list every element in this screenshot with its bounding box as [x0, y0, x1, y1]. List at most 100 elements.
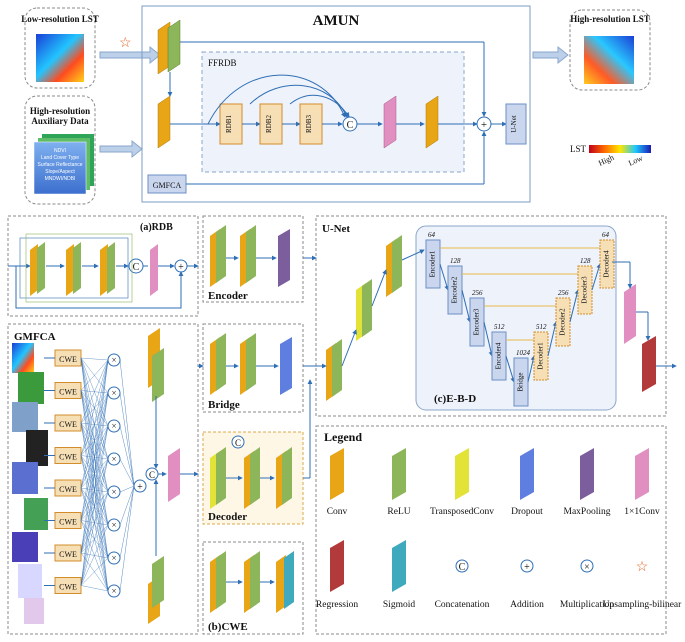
- svg-text:Slope/Aspect: Slope/Aspect: [45, 169, 75, 175]
- cwe-label: CWE: [59, 485, 77, 494]
- ebd-block-label: Encoder2: [451, 276, 459, 303]
- svg-text:High-resolution: High-resolution: [30, 106, 90, 116]
- low-res-lst-map: [36, 34, 84, 82]
- aux-arrow: [99, 139, 143, 159]
- svg-text:Surface Reflectance: Surface Reflectance: [37, 162, 82, 168]
- svg-text:C: C: [133, 262, 140, 273]
- legend-swatch: [392, 448, 406, 500]
- ebd-blocks: Encoder164Encoder2128Encoder3256Encoder4…: [425, 231, 615, 407]
- ffrdb-label: FFRDB: [208, 58, 237, 68]
- cwe-label: CWE: [59, 420, 77, 429]
- cwe-label: CWE: [59, 388, 77, 397]
- high-res-output-title: High-resolution LST: [570, 14, 650, 24]
- legend-swatch: [455, 448, 469, 500]
- legend-label: Sigmoid: [383, 600, 415, 610]
- gmfca-panel-title: GMFCA: [14, 331, 56, 343]
- legend-item: +Addition: [510, 559, 544, 610]
- legend-swatch: [520, 448, 534, 500]
- legend-item: Regression: [316, 540, 358, 610]
- ebd-block-label: Bridge: [517, 372, 525, 391]
- upsampling-star-icon: ☆: [119, 36, 132, 51]
- ebd-channels: 256: [472, 289, 483, 297]
- legend-symbol-circle: [520, 559, 534, 573]
- svg-text:Low: Low: [627, 153, 644, 167]
- ebd-title: (c)E-B-D: [434, 393, 476, 405]
- legend-symbol-circle: [580, 559, 594, 573]
- ebd-channels: 128: [580, 257, 591, 265]
- legend-label: Addition: [510, 600, 544, 610]
- lst-colorbar: LST High Low: [570, 144, 651, 168]
- legend-item: ReLU: [387, 448, 411, 517]
- svg-text:C: C: [347, 120, 354, 131]
- svg-text:C: C: [235, 438, 241, 448]
- gmfca-block: GMFCA: [153, 181, 182, 190]
- legend-swatch: [330, 540, 344, 592]
- decoder-panel: C Decoder: [202, 431, 304, 525]
- svg-text:NDVI: NDVI: [54, 148, 66, 154]
- bridge-panel-title: Bridge: [208, 399, 240, 411]
- high-res-aux-panel: High-resolution Auxiliary Data NDVI Land…: [24, 95, 96, 205]
- ebd-channels: 1024: [516, 349, 531, 357]
- high-res-output-panel: High-resolution LST: [569, 9, 651, 91]
- rdb-panel-title: (a)RDB: [140, 222, 173, 233]
- legend-label: Multiplication: [560, 600, 615, 610]
- cwe-label: CWE: [59, 453, 77, 462]
- ebd-channels: 64: [602, 231, 610, 239]
- legend-item: ☆ Upsampling-bilinear: [603, 560, 682, 610]
- legend-label: Dropout: [511, 507, 543, 517]
- svg-text:+: +: [137, 482, 143, 493]
- legend-label: Concatenation: [435, 600, 490, 610]
- legend-label: TransposedConv: [430, 507, 494, 517]
- legend-label: 1×1Conv: [624, 507, 660, 517]
- legend-item: × Multiplication: [560, 559, 615, 610]
- ebd-block-label: Encoder3: [473, 308, 481, 335]
- ebd-block: [599, 239, 615, 289]
- low-res-arrow: [99, 45, 161, 65]
- ebd-channels: 256: [558, 289, 569, 297]
- rdb2-block: RDB2: [265, 115, 273, 133]
- multiply-symbol: ×: [111, 553, 116, 563]
- legend-symbol: C: [459, 562, 466, 573]
- bridge-panel: Bridge: [202, 323, 304, 413]
- legend-swatch: [635, 448, 649, 500]
- rdb-panel: (a)RDB C +: [7, 215, 199, 317]
- legend-item: 1×1Conv: [624, 448, 660, 517]
- ebd-channels: 128: [450, 257, 461, 265]
- multiply-symbol: ×: [111, 520, 116, 530]
- output-arrow: [532, 45, 569, 65]
- multiply-symbol: ×: [111, 355, 116, 365]
- cwe-label: CWE: [59, 583, 77, 592]
- svg-text:Auxiliary Data: Auxiliary Data: [31, 116, 89, 126]
- decoder-panel-title: Decoder: [208, 511, 247, 523]
- legend-item: Conv: [327, 448, 348, 517]
- upsampling-star-icon: ☆: [636, 560, 649, 575]
- svg-text:C: C: [149, 470, 155, 480]
- ebd-block-label: Encoder1: [429, 250, 437, 277]
- ebd-channels: 512: [494, 323, 505, 331]
- unet-panel-title: U-Net: [322, 223, 350, 235]
- unet-block: U-Net: [510, 115, 518, 133]
- multiply-symbol: ×: [111, 388, 116, 398]
- multiplication-list: ××××××××: [80, 353, 135, 598]
- legend-label: Upsampling-bilinear: [603, 600, 682, 610]
- svg-text:High: High: [597, 153, 615, 168]
- ebd-block-label: Decoder3: [581, 276, 589, 304]
- legend-item: Dropout: [511, 448, 543, 517]
- ebd-channels: 512: [536, 323, 547, 331]
- low-res-title: Low-resolution LST: [21, 14, 99, 24]
- cwe-label: CWE: [59, 550, 77, 559]
- svg-text:+: +: [178, 262, 184, 273]
- legend-item: C Concatenation: [435, 559, 490, 610]
- cwe-label: CWE: [59, 518, 77, 527]
- ebd-block-label: Decoder4: [603, 250, 611, 278]
- cwe-panel-title: (b)CWE: [208, 621, 248, 633]
- legend-item: Sigmoid: [383, 540, 415, 610]
- legend-symbol-circle: [455, 559, 469, 573]
- legend-label: Conv: [327, 507, 348, 517]
- cwe-panel: (b)CWE: [202, 541, 304, 635]
- legend-symbol: ×: [584, 562, 590, 573]
- cwe-label: CWE: [59, 355, 77, 364]
